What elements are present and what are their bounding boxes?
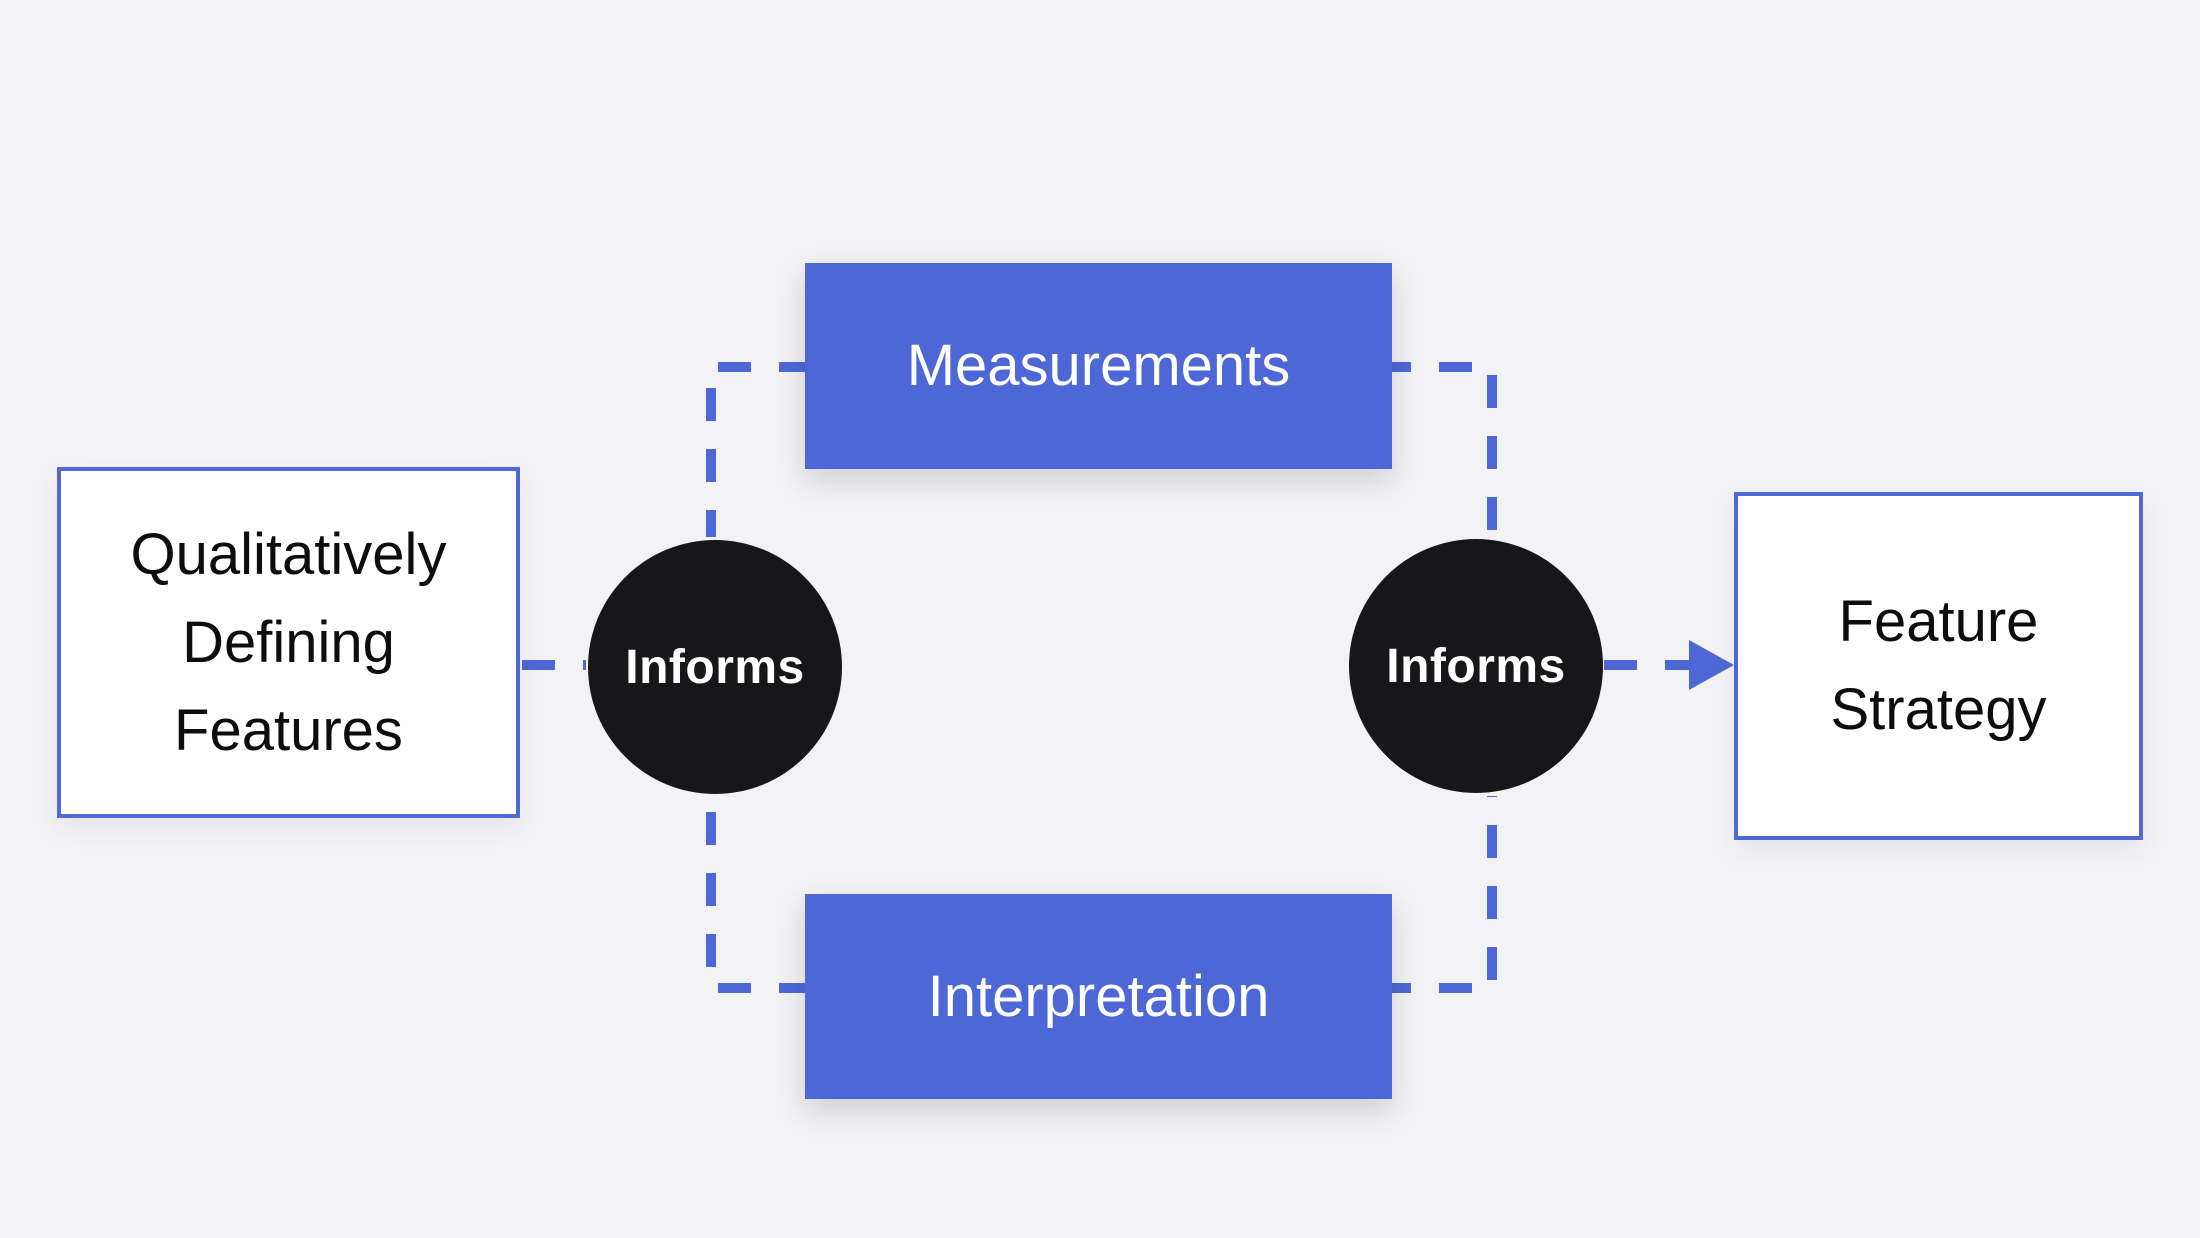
connector-interpretation-to-informs-right bbox=[1392, 796, 1497, 993]
node-interpretation: Interpretation bbox=[805, 894, 1392, 1099]
node-measurements: Measurements bbox=[805, 263, 1392, 469]
node-label: Measurements bbox=[906, 333, 1291, 398]
node-label-line: Strategy bbox=[1830, 677, 2047, 742]
node-label-line: Defining bbox=[182, 609, 395, 675]
node-label-line: Feature bbox=[1838, 589, 2039, 654]
node-informs-right: Informs bbox=[1349, 539, 1603, 793]
connector-informs-left-to-measurements bbox=[706, 362, 806, 537]
connector-measurements-to-informs-right bbox=[1392, 362, 1497, 536]
node-label-line: Qualitatively bbox=[130, 521, 447, 587]
node-feature-strategy: Feature Strategy bbox=[1734, 492, 2143, 840]
node-label: Informs bbox=[1386, 639, 1566, 693]
node-qualitatively-defining-features: Qualitatively Defining Features bbox=[57, 467, 520, 818]
node-label: Interpretation bbox=[927, 963, 1270, 1029]
node-label-line: Features bbox=[174, 697, 403, 763]
node-informs-left: Informs bbox=[588, 540, 842, 794]
arrow-head-icon bbox=[1689, 640, 1734, 690]
connector-informs-left-to-interpretation bbox=[706, 797, 806, 993]
node-label: Informs bbox=[625, 640, 805, 694]
